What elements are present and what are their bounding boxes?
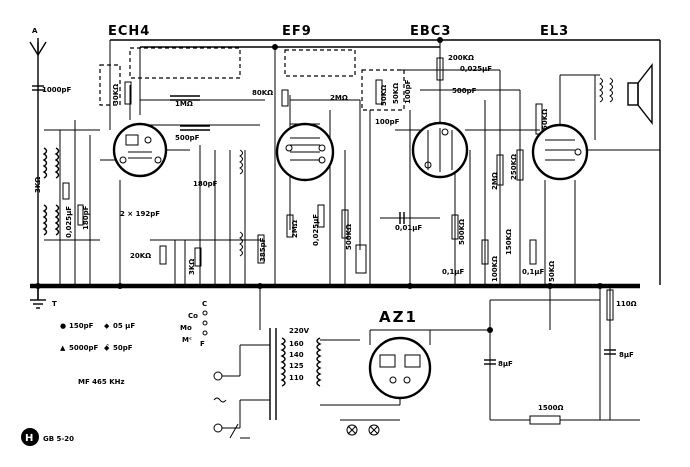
publisher-logo: H [21, 428, 39, 446]
resistor-110-label: 110Ω [616, 300, 637, 308]
tube-label-ech4: ECH4 [108, 24, 150, 39]
resistor-3k-b-label: 3KΩ [188, 259, 196, 275]
ebc3-tube-internals [424, 128, 453, 172]
capacitor-2x192-label: 2 × 192pF [120, 210, 160, 218]
tube-label-el3: EL3 [540, 24, 569, 39]
switch-label-mc: Mᶜ [182, 336, 192, 344]
antenna-symbol [29, 38, 47, 300]
resistor-50k-top-label: 50KΩ [392, 83, 400, 104]
junction-dots [35, 37, 603, 333]
ef9-second-if-can [361, 69, 405, 111]
antenna-label: A [32, 27, 38, 35]
transformer-tap-220v: 220V [289, 327, 310, 335]
resistor-1500-label: 1500Ω [538, 404, 563, 412]
loudspeaker-icon [627, 62, 653, 126]
az1-tube [368, 336, 432, 400]
legend-item-1-value: 150pF [69, 322, 94, 330]
resistor-50k-el3-label: 50KΩ [541, 109, 549, 130]
ech4-if-can [129, 47, 241, 79]
ef9-tube-internals [285, 137, 326, 164]
resistor-30k-label: 30KΩ [112, 84, 120, 105]
antenna-capacitor [32, 85, 44, 91]
el3-tube-internals [545, 139, 582, 161]
tube-label-az1: AZ1 [379, 308, 418, 326]
capacitor-100pf-b-label: 100pF [404, 79, 412, 104]
resistor-100k-label: 100KΩ [491, 256, 499, 282]
resistor-2m-a-label: 2MΩ [330, 94, 348, 102]
top-rails [110, 39, 661, 285]
wave-switch-contacts [202, 310, 208, 336]
filter-network [430, 286, 640, 425]
mains-input [213, 345, 241, 433]
resistor-250k-label: 250KΩ [510, 154, 518, 180]
transformer-tap-140: 140 [289, 351, 304, 359]
transformer-tap-110: 110 [289, 374, 304, 382]
legend-item-1-symbol: ● [60, 322, 66, 330]
transformer-tap-125: 125 [289, 362, 304, 370]
resistor-500k-b-label: 500KΩ [458, 219, 466, 245]
svg-text:H: H [25, 433, 33, 444]
switch-label-c: C [202, 300, 207, 308]
capacitor-8uf-a-label: 8µF [498, 360, 513, 368]
pilot-lamp-icon [346, 424, 380, 436]
tube-label-ef9: EF9 [282, 24, 312, 39]
tube-label-ebc3: EBC3 [410, 24, 451, 39]
legend-item-3-symbol: ▲ [60, 344, 66, 352]
input-coil-bank [42, 120, 100, 285]
capacitor-0025-top-label: 0,025µF [460, 65, 492, 73]
el3-wiring [535, 74, 660, 285]
legend-item-3-value: 5000pF [69, 344, 98, 352]
capacitor-01uf-a-label: 0,1µF [442, 268, 465, 276]
ech4-tube [112, 122, 168, 178]
schematic-reference-code: GB 5-20 [43, 435, 74, 443]
el3-tube [531, 123, 589, 181]
az1-tube-internals [369, 329, 431, 405]
capacitor-001uf-label: 0,01µF [395, 224, 422, 232]
capacitor-0025-left-label: 0,025µF [65, 206, 73, 238]
legend-item-4-symbol: ◆̂ [104, 344, 110, 352]
resistor-80k-label: 80KΩ [252, 89, 273, 97]
capacitor-180-left-label: 180pF [82, 205, 90, 230]
resistor-500k-a-label: 500KΩ [345, 224, 353, 250]
antenna-capacitor-label: 1000pF [42, 86, 71, 94]
ef9-if-can [284, 49, 356, 77]
resistor-2m-c-label: 2MΩ [491, 172, 499, 190]
resistor-200k-label: 200KΩ [448, 54, 474, 62]
legend-item-2-symbol: ◆ [104, 322, 110, 330]
intermediate-frequency-note: MF 465 KHz [78, 378, 125, 386]
resistor-20k-label: 20KΩ [130, 252, 151, 260]
capacitor-180-mid-label: 180pF [193, 180, 218, 188]
switch-label-f: F [200, 340, 205, 348]
ground-label: T [52, 300, 57, 308]
resistor-150k-label: 150KΩ [505, 229, 513, 255]
ebc3-wiring [380, 40, 540, 285]
ech4-tube-internals [119, 134, 162, 164]
legend-item-2-value: 05 µF [113, 322, 135, 330]
capacitor-8uf-b-label: 8µF [619, 351, 634, 359]
resistor-2m-b-label: 2MΩ [291, 220, 299, 238]
capacitor-500pf-b-label: 500pF [452, 87, 477, 95]
resistor-50k-b-label: 50KΩ [548, 261, 556, 282]
resistor-3k-label: 3KΩ [34, 177, 42, 193]
resistor-1m-label: 1MΩ [175, 100, 193, 108]
capacitor-01uf-b-label: 0,1µF [522, 268, 545, 276]
switch-label-mo: Mo [180, 324, 192, 332]
ground-symbol [30, 286, 46, 309]
capacitor-500pf-a-label: 500pF [175, 134, 200, 142]
capacitor-385-label: 385pF [259, 237, 267, 262]
capacitor-0025-ef9-label: 0,025µF [312, 214, 320, 246]
transformer-tap-160: 160 [289, 340, 304, 348]
switch-label-co: Co [188, 312, 198, 320]
mains-switch [229, 423, 250, 439]
legend-item-4-value: 50pF [113, 344, 133, 352]
capacitor-100pf-a-label: 100pF [375, 118, 400, 126]
power-transformer [240, 286, 400, 421]
resistor-50k-ef9-label: 50KΩ [380, 85, 388, 106]
ech4-wiring [100, 40, 265, 285]
